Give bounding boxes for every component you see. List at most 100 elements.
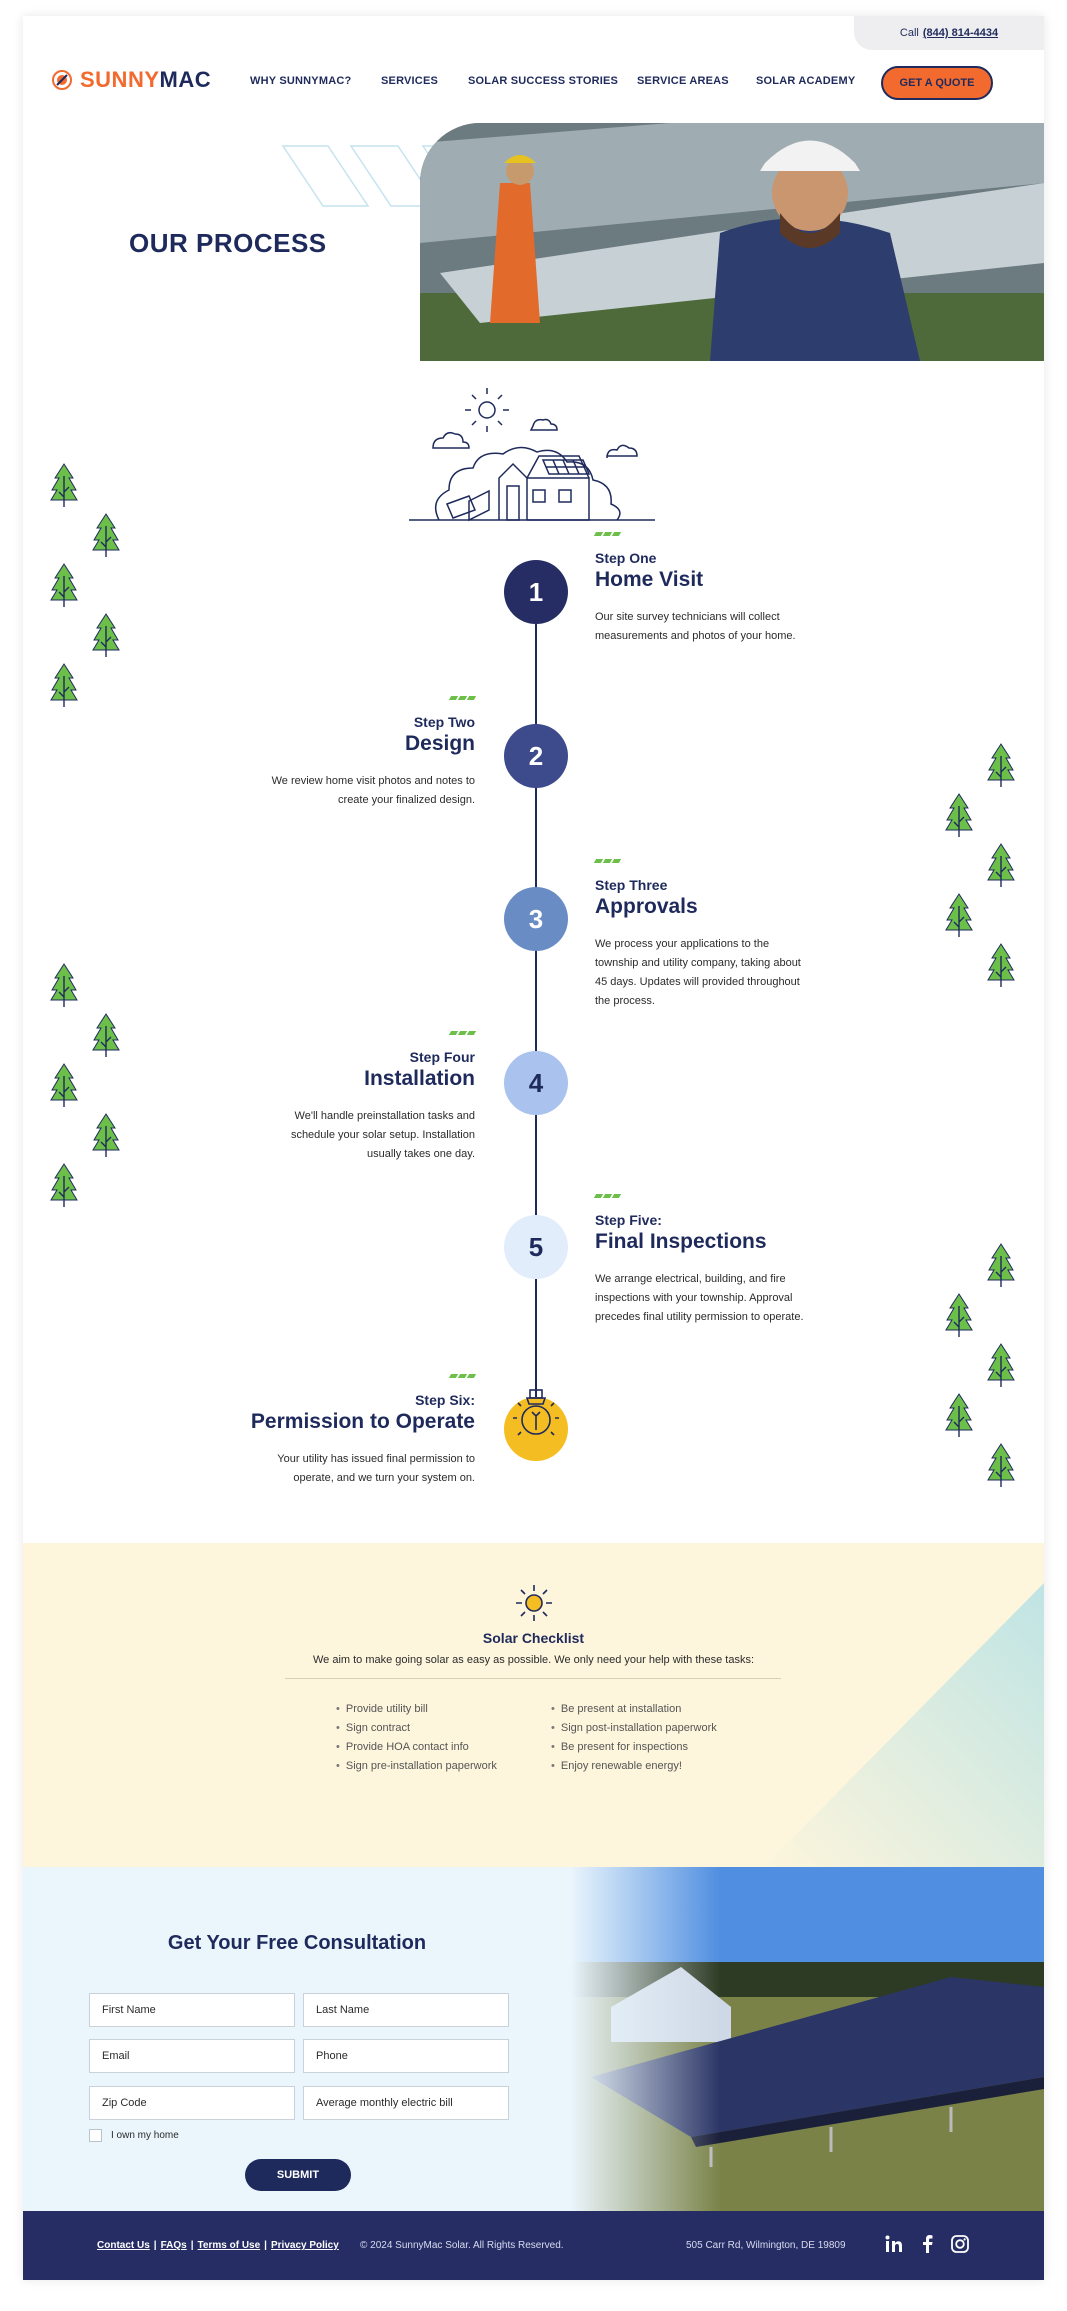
lightbulb-icon: [513, 1389, 559, 1436]
list-item: Provide utility bill: [336, 1700, 497, 1719]
tree-icon: [986, 1242, 1016, 1288]
own-home-row: I own my home: [89, 2129, 179, 2142]
step-1: Step One Home Visit Our site survey tech…: [593, 532, 835, 646]
step-2-desc: We review home visit photos and notes to…: [271, 775, 475, 806]
submit-button[interactable]: SUBMIT: [245, 2159, 351, 2191]
call-bar: Call (844) 814-4434: [854, 16, 1044, 50]
step-dashes: [235, 1031, 477, 1037]
footer-link-faqs[interactable]: FAQs: [160, 2240, 187, 2251]
tree-icon: [49, 1062, 79, 1108]
step-6-title: Permission to Operate: [250, 1410, 475, 1433]
step-3-desc: We process your applications to the town…: [595, 938, 801, 1007]
phone-link[interactable]: (844) 814-4434: [922, 27, 999, 39]
get-a-quote-button[interactable]: GET A QUOTE: [881, 66, 993, 100]
tree-icon: [986, 742, 1016, 788]
list-item: Enjoy renewable energy!: [551, 1757, 717, 1776]
page-title: OUR PROCESS: [129, 228, 327, 258]
tree-icon: [49, 962, 79, 1008]
electric-bill-field[interactable]: Average monthly electric bill: [303, 2086, 509, 2120]
step-5-title: Final Inspections: [595, 1230, 767, 1253]
instagram-icon[interactable]: [951, 2235, 969, 2253]
house-illustration: [409, 388, 655, 522]
tree-icon: [49, 462, 79, 508]
nav-solar-academy[interactable]: SOLAR ACADEMY: [756, 75, 856, 87]
footer-separator: |: [190, 2240, 194, 2251]
phone-field[interactable]: Phone: [303, 2039, 509, 2073]
step-4: Step Four Installation We'll handle prei…: [235, 1031, 477, 1164]
sun-icon: [516, 1585, 552, 1621]
tree-icon: [91, 1012, 121, 1058]
consultation-section: Get Your Free Consultation: [23, 1867, 1044, 2211]
footer-link-terms[interactable]: Terms of Use: [197, 2240, 261, 2251]
checklist-divider: [285, 1678, 781, 1679]
facebook-icon[interactable]: [921, 2235, 933, 2253]
photo-fade: [571, 1867, 721, 2211]
step-5-desc: We arrange electrical, building, and fir…: [595, 1273, 804, 1323]
solar-checklist-section: Solar Checklist We aim to make going sol…: [23, 1543, 1044, 1867]
logo-mac-text: MAC: [159, 67, 212, 92]
step-1-desc: Our site survey technicians will collect…: [595, 611, 796, 642]
tree-icon: [49, 562, 79, 608]
step-2: Step Two Design We review home visit pho…: [235, 696, 477, 810]
own-home-label: I own my home: [111, 2130, 179, 2141]
solar-farm-photo: [571, 1867, 1044, 2211]
step-3-label: Step Three: [595, 877, 668, 893]
step-1-label: Step One: [595, 550, 657, 566]
last-name-field[interactable]: Last Name: [303, 1993, 509, 2027]
step-6-label: Step Six:: [415, 1392, 475, 1408]
step-6-circle: [504, 1389, 568, 1461]
nav-services[interactable]: SERVICES: [381, 75, 439, 87]
timeline-line: [535, 592, 537, 1412]
checklist-subtitle: We aim to make going solar as easy as po…: [312, 1654, 755, 1666]
step-5: Step Five: Final Inspections We arrange …: [593, 1194, 835, 1327]
first-name-field[interactable]: First Name: [89, 1993, 295, 2027]
nav-why-sunnymac[interactable]: WHY SUNNYMAC?: [250, 75, 352, 87]
sun-logo-icon: [52, 70, 72, 90]
nav-solar-success-stories[interactable]: SOLAR SUCCESS STORIES: [468, 75, 619, 87]
list-item: Provide HOA contact info: [336, 1738, 497, 1757]
nav-service-areas[interactable]: SERVICE AREAS: [637, 75, 729, 87]
tree-icon: [944, 1392, 974, 1438]
zip-code-field[interactable]: Zip Code: [89, 2086, 295, 2120]
list-item: Sign contract: [336, 1719, 497, 1738]
consultation-title: Get Your Free Consultation: [167, 1932, 427, 1954]
step-dashes: [235, 696, 477, 702]
step-dashes: [593, 1194, 835, 1200]
step-4-desc: We'll handle preinstallation tasks and s…: [290, 1110, 475, 1160]
step-6: Step Six: Permission to Operate Your uti…: [185, 1374, 477, 1488]
step-2-title: Design: [404, 732, 475, 755]
footer-links: Contact Us | FAQs | Terms of Use | Priva…: [97, 2240, 339, 2251]
footer-separator: |: [153, 2240, 157, 2251]
tree-icon: [49, 1162, 79, 1208]
step-4-circle: 4: [504, 1051, 568, 1115]
email-field[interactable]: Email: [89, 2039, 295, 2073]
solar-workers-image: [420, 123, 1044, 361]
list-item: Be present at installation: [551, 1700, 717, 1719]
footer-link-contact[interactable]: Contact Us: [97, 2240, 150, 2251]
step-3: Step Three Approvals We process your app…: [593, 859, 835, 1011]
step-1-circle: 1: [504, 560, 568, 624]
checklist-left-list: Provide utility bill Sign contract Provi…: [336, 1700, 497, 1776]
call-label: Call: [899, 27, 919, 39]
social-links: [885, 2235, 969, 2253]
footer-link-privacy[interactable]: Privacy Policy: [270, 2240, 339, 2251]
tree-icon: [986, 1442, 1016, 1488]
logo-sunny-text: SUNNY: [80, 67, 160, 92]
tree-icon: [49, 662, 79, 708]
linkedin-icon[interactable]: [885, 2235, 903, 2253]
step-dashes: [593, 859, 835, 865]
footer-separator: |: [264, 2240, 267, 2251]
tree-icon: [91, 612, 121, 658]
copyright: © 2024 SunnyMac Solar. All Rights Reserv…: [360, 2240, 564, 2251]
footer: Contact Us | FAQs | Terms of Use | Priva…: [23, 2211, 1044, 2280]
step-4-label: Step Four: [409, 1049, 475, 1065]
step-dashes: [185, 1374, 477, 1380]
step-1-title: Home Visit: [595, 568, 704, 591]
tree-icon: [944, 792, 974, 838]
own-home-checkbox[interactable]: [89, 2129, 102, 2142]
list-item: Sign pre-installation paperwork: [336, 1757, 497, 1776]
list-item: Sign post-installation paperwork: [551, 1719, 717, 1738]
step-6-desc: Your utility has issued final permission…: [277, 1453, 475, 1484]
